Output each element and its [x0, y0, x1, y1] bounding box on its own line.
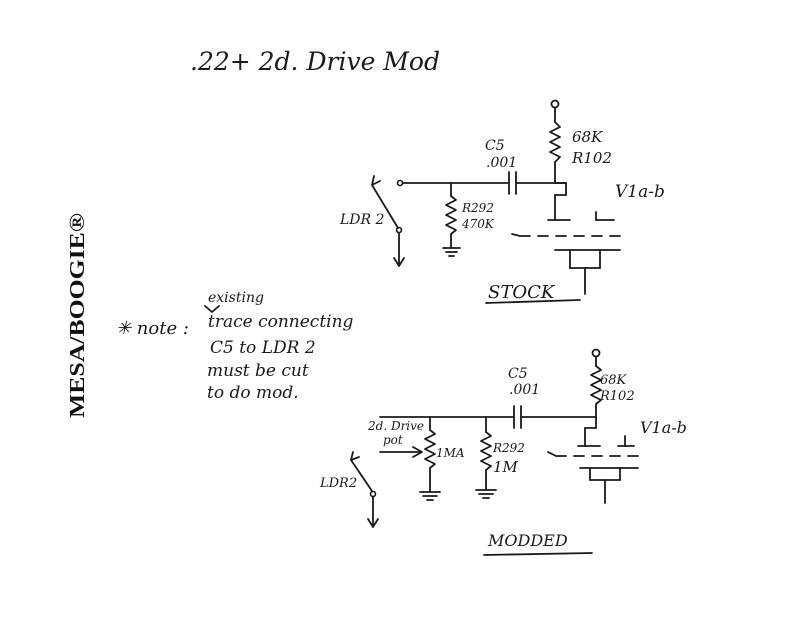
modded-tube-label: V1a-b: [640, 418, 687, 437]
pot-label-line-2: pot: [383, 433, 403, 447]
stock-tube-label: V1a-b: [615, 182, 665, 202]
stock-caption: STOCK: [488, 282, 556, 303]
stock-res-value: 470K: [461, 217, 495, 231]
stock-circuit: 68K R102 C5 .001 R292 470K LDR 2 V1a-b: [339, 99, 665, 304]
stock-cap-value: .001: [486, 155, 517, 171]
modded-res-value: 1M: [493, 458, 519, 476]
modded-circuit: 68K R102 C5 .001 2d. Drive pot 1MA R292 …: [319, 348, 687, 556]
modded-grid-resistor: [480, 431, 492, 491]
modded-cap-ref: C5: [508, 366, 528, 382]
load-resistor-stock: [549, 121, 561, 184]
note-line-3: must be cut: [207, 361, 309, 381]
pot-label-line-1: 2d. Drive: [367, 419, 424, 433]
note-star: ✳ note :: [116, 318, 189, 339]
modded-load-value: 68K: [600, 373, 628, 388]
stock-ldr-label: LDR 2: [339, 212, 385, 228]
note-line-1: trace connecting: [208, 312, 354, 332]
modded-res-ref: R292: [492, 441, 525, 455]
stock-grid-resistor: [445, 195, 457, 249]
stock-res-ref: R292: [461, 201, 494, 215]
note-line-2: C5 to LDR 2: [210, 338, 316, 358]
pot-value: 1MA: [436, 446, 465, 460]
stock-grid: [511, 233, 621, 237]
logo-text: MESA/BOOGIE®: [65, 213, 89, 418]
drive-pot: [424, 429, 436, 493]
stock-load-value: 68K: [572, 128, 603, 146]
modded-cap-value: .001: [509, 382, 540, 398]
mesa-boogie-logo: MESA/BOOGIE®: [65, 213, 89, 418]
note-line-4: to do mod.: [207, 383, 299, 403]
modded-load-ref: R102: [599, 389, 635, 404]
modded-ldr-label: LDR2: [319, 476, 357, 491]
modded-grid: [547, 451, 639, 457]
mod-note: ✳ note : existing trace connecting C5 to…: [116, 290, 354, 403]
note-inserted-word: existing: [208, 290, 264, 306]
modded-caption: MODDED: [487, 531, 568, 550]
insertion-caret: [204, 305, 220, 313]
stock-cap-ref: C5: [485, 138, 505, 154]
stock-load-ref: R102: [571, 149, 612, 167]
load-resistor-modded: [590, 365, 602, 418]
sheet-title: .22+ 2d. Drive Mod: [190, 47, 440, 76]
